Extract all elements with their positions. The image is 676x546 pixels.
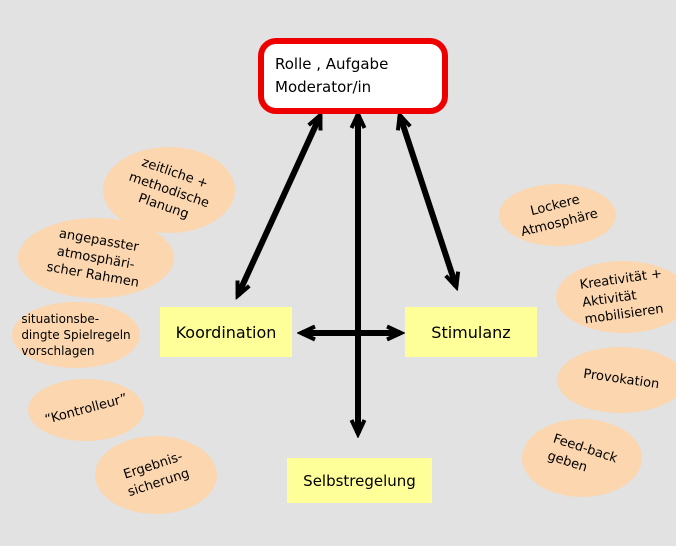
arrow-moderator-stimulanz <box>400 116 456 286</box>
bubble-text: Kreativität + Aktivität mobilisieren <box>578 266 665 328</box>
moderator-role-box: Rolle , Aufgabe Moderator/in <box>258 38 448 114</box>
bubble-lockere-atmosphaere: Lockere Atmosphäre <box>499 184 616 246</box>
bubble-angepasster-rahmen: angepasster atmosphäri- scher Rahmen <box>18 218 174 298</box>
bubble-kontrolleur: “Kontrolleur” <box>28 379 144 441</box>
bubble-text: zeitliche + methodische Planung <box>126 154 212 222</box>
moderator-role-label: Rolle , Aufgabe Moderator/in <box>275 54 389 96</box>
node-stimulanz: Stimulanz <box>405 307 537 357</box>
node-selbstregelung: Selbstregelung <box>287 458 432 503</box>
bubble-text: Ergebnis- sicherung <box>121 449 192 501</box>
bubble-zeitliche-methodische-planung: zeitliche + methodische Planung <box>103 147 235 233</box>
node-koordination-label: Koordination <box>175 322 277 342</box>
bubble-kreativitaet-mobilisieren: Kreativität + Aktivität mobilisieren <box>556 261 676 333</box>
bubble-text: angepasster atmosphäri- scher Rahmen <box>45 226 141 291</box>
bubble-text: Provokation <box>582 366 660 393</box>
bubble-provokation: Provokation <box>557 347 676 413</box>
bubble-text: Feed-back geben <box>545 431 619 476</box>
bubble-text: Lockere Atmosphäre <box>519 192 600 241</box>
bubble-text: situationsbe- dingte Spielregeln vorschl… <box>21 311 131 359</box>
node-koordination: Koordination <box>160 307 292 357</box>
arrow-moderator-koordination <box>235 116 323 295</box>
bubble-feedback-geben: Feed-back geben <box>522 419 642 497</box>
bubble-ergebnissicherung: Ergebnis- sicherung <box>95 436 217 514</box>
node-stimulanz-label: Stimulanz <box>431 322 511 342</box>
node-selbstregelung-label: Selbstregelung <box>303 471 416 490</box>
bubble-spielregeln-vorschlagen: situationsbe- dingte Spielregeln vorschl… <box>12 302 140 368</box>
bubble-text: “Kontrolleur” <box>43 391 129 428</box>
